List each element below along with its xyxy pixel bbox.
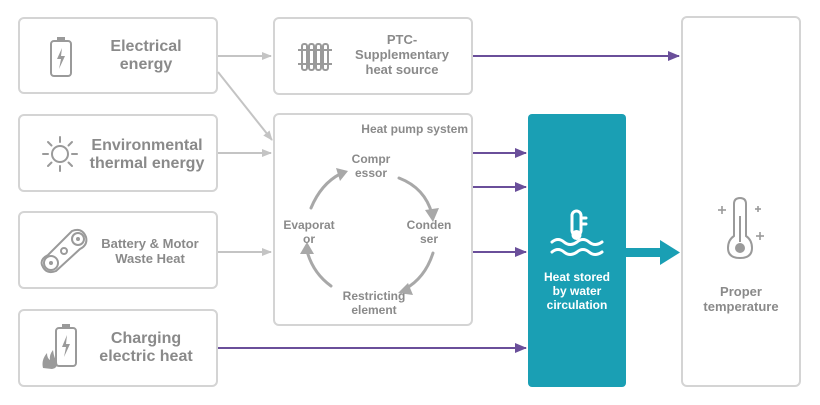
battery-icon <box>50 37 72 77</box>
charging-heat-label: Charging electric heat <box>99 330 193 366</box>
evaporator-label: Evaporat or <box>283 218 335 246</box>
condenser-label: Conden ser <box>406 218 452 246</box>
water-thermometer-icon <box>550 209 604 256</box>
thermometer-icon <box>718 196 764 260</box>
arrow-storage-to-output-head <box>660 240 680 265</box>
restricting-element-label: Restricting element <box>342 289 406 317</box>
cycle-arrowhead-3 <box>300 242 314 254</box>
cycle-arc-bottom-right <box>403 251 435 291</box>
heat-pump-box <box>273 113 473 326</box>
sun-icon <box>42 136 78 172</box>
proper-temperature-box <box>681 16 801 387</box>
cycle-arc-bottom-left <box>305 249 333 288</box>
compressor-label: Compr essor <box>351 152 391 180</box>
proper-temperature-label: Proper temperature <box>703 284 779 314</box>
heat-pump-title: Heat pump system <box>361 122 468 136</box>
waste-heat-box <box>18 211 218 289</box>
cycle-arc-top-right <box>397 176 434 216</box>
arrow-storage-to-output-shaft <box>626 248 662 257</box>
cycle-arrowhead-2 <box>398 283 413 295</box>
battery-flame-icon <box>42 324 77 369</box>
charging-heat-box <box>18 309 218 387</box>
arrow-electrical-to-heatpump <box>217 71 273 141</box>
electrical-energy-label: Electrical energy <box>110 38 182 74</box>
belt-pulley-icon <box>40 228 88 274</box>
environmental-energy-label: Environmental thermal energy <box>89 137 205 173</box>
ptc-label: PTC- Supplementary heat source <box>355 32 449 77</box>
cycle-arc-top-left <box>309 172 342 210</box>
cycle-arrowhead-1 <box>425 208 439 222</box>
waste-heat-label: Battery & Motor Waste Heat <box>101 236 199 266</box>
heat-storage-label: Heat stored by water circulation <box>543 270 611 312</box>
cycle-arrowhead-4 <box>336 168 348 181</box>
radiator-icon <box>298 43 332 71</box>
